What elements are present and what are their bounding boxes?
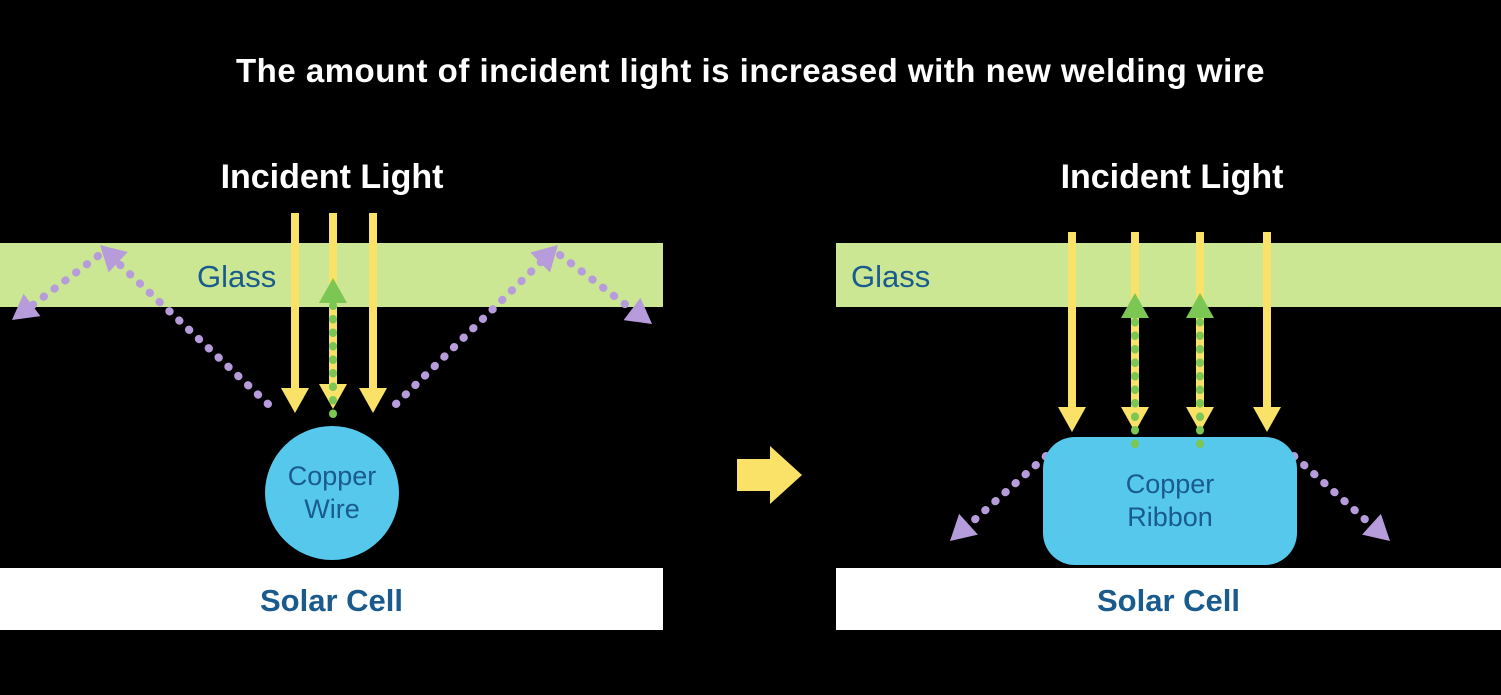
glass-label-left: Glass	[197, 259, 277, 294]
reflected-ray-left	[319, 278, 347, 418]
lost-ray-segment	[556, 251, 642, 318]
solar-cell-label-right: Solar Cell	[1097, 583, 1240, 618]
copper-wire-label-line2: Wire	[304, 494, 360, 524]
incident-ray-arrowhead-icon	[359, 388, 387, 413]
glass-panel-right	[836, 243, 1501, 307]
lost-light-ray-left-inner	[392, 235, 661, 408]
incident-ray-arrowhead-icon	[1253, 407, 1281, 432]
copper-ribbon-label-line1: Copper	[1125, 469, 1215, 499]
incident-light-label-right: Incident Light	[1060, 158, 1284, 196]
copper-wire-label: Copper Wire	[252, 460, 412, 526]
lost-ray-segment	[112, 257, 272, 408]
transition-arrow-icon	[737, 446, 802, 504]
lost-light-ray-right-left	[940, 452, 1050, 552]
reflected-ray-right-2	[1186, 293, 1214, 448]
copper-ribbon-label-line2: Ribbon	[1127, 502, 1213, 532]
lost-ray-segment	[1290, 452, 1382, 535]
lost-ray-segment	[22, 252, 102, 314]
solar-cell-label-left: Solar Cell	[260, 583, 403, 618]
diagram-title: The amount of incident light is increase…	[236, 52, 1265, 89]
reflected-ray-right-1	[1121, 293, 1149, 448]
incident-ray-arrowhead-icon	[1058, 407, 1086, 432]
solar-cell-bar-left	[0, 568, 663, 630]
solar-cell-bar-right	[836, 568, 1501, 630]
incident-ray-left-1	[281, 213, 309, 413]
glass-label-right: Glass	[851, 259, 931, 294]
incident-light-label-left: Incident Light	[220, 158, 444, 196]
lost-ray-segment	[392, 255, 548, 408]
incident-ray-right-1	[1058, 232, 1086, 432]
incident-ray-arrowhead-icon	[281, 388, 309, 413]
lost-light-ray-left-outer	[3, 234, 272, 408]
copper-ribbon-shape	[1043, 437, 1297, 565]
lost-ray-segment	[958, 452, 1050, 535]
lost-light-ray-right-right	[1290, 452, 1400, 552]
copper-wire-label-line1: Copper	[287, 461, 377, 491]
copper-ribbon-label: Copper Ribbon	[1063, 468, 1277, 534]
incident-ray-left-3	[359, 213, 387, 413]
incident-ray-right-4	[1253, 232, 1281, 432]
copper-wire-shape	[265, 426, 399, 560]
incident-ray-left-2	[319, 213, 347, 409]
